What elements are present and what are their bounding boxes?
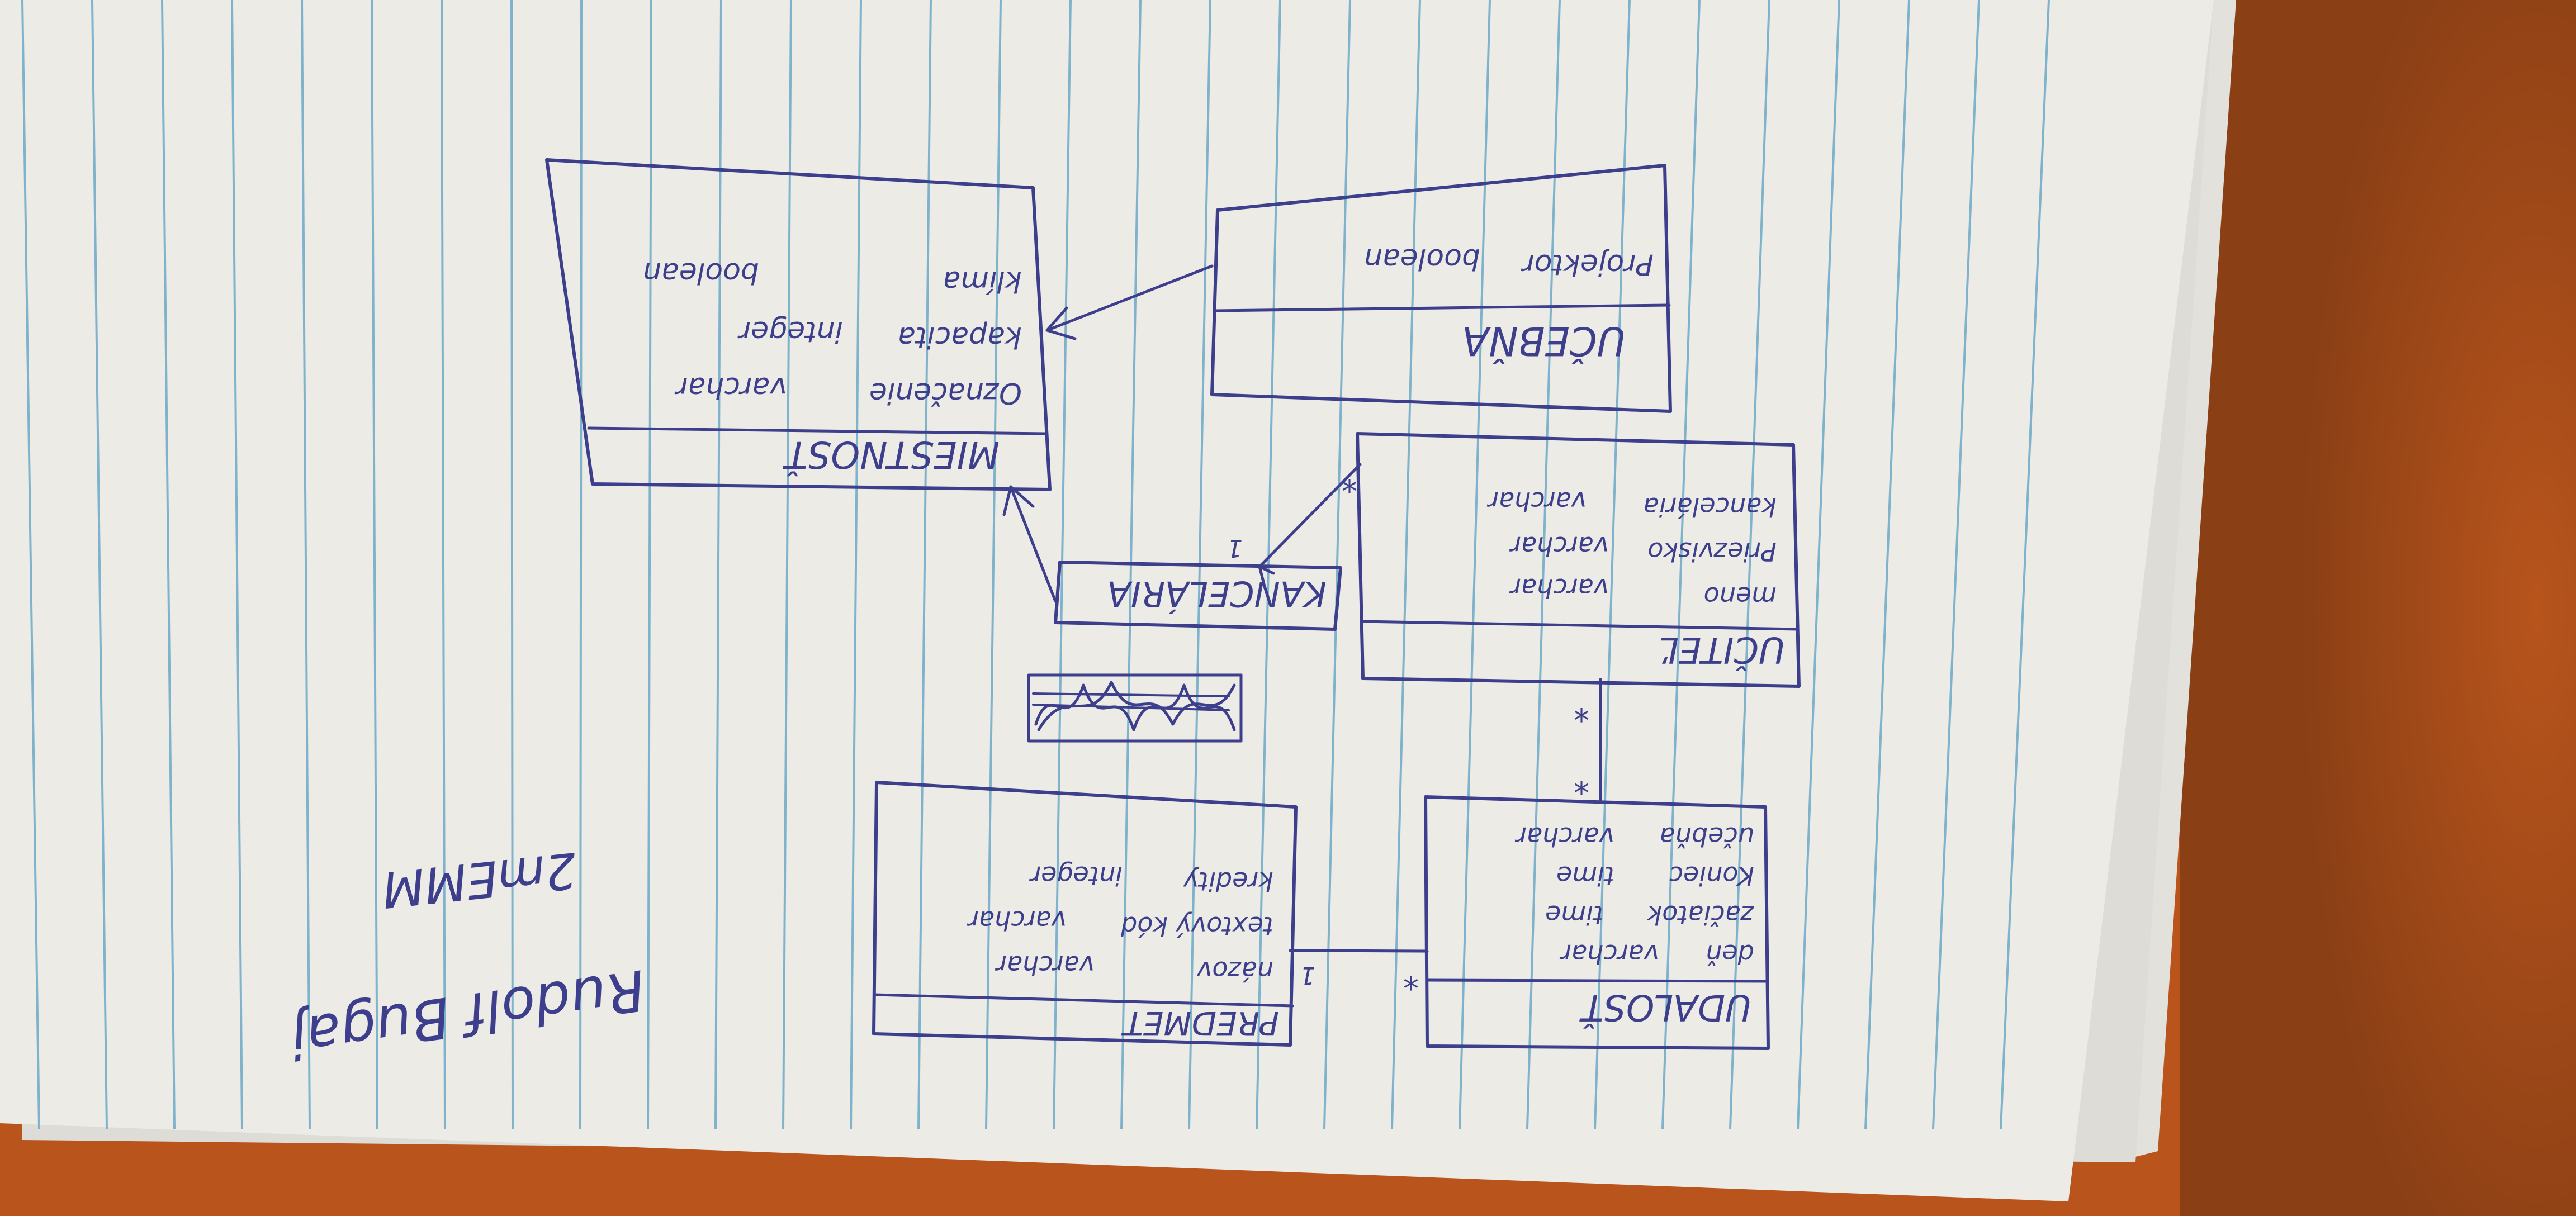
- ruled-line: [647, 0, 652, 1129]
- notebook-page: [0, 0, 2214, 1201]
- ucitel-attr-0-name: meno: [1704, 581, 1777, 611]
- class-diagram: UDALOSŤ deň varchar začiatok time Koniec…: [287, 158, 1801, 1071]
- mult-udalost-ucitel: *: [1574, 764, 1589, 800]
- udalost-attr-1-type: time: [1545, 900, 1603, 930]
- udalost-attr-3-type: varchar: [1514, 821, 1614, 852]
- scribbled-out-word: [1027, 673, 1243, 743]
- ruled-line: [510, 0, 514, 1129]
- miestnost-title: MIESTNOSŤ: [782, 433, 1000, 477]
- ucebna-attr-0-name: Projektor: [1521, 248, 1654, 281]
- class-ucitel: UČITEĽ meno varchar Priezvisko varchar k…: [1356, 432, 1801, 688]
- class-ucebna: UČEBŇA Projektor boolean: [1210, 164, 1672, 413]
- udalost-attr-2-name: Koniec: [1669, 861, 1754, 891]
- miestnost-attr-0-name: Označenie: [869, 376, 1022, 410]
- inheritance-kancelaria-miestnost: [1002, 485, 1057, 603]
- ucitel-title: UČITEĽ: [1659, 629, 1785, 671]
- udalost-attr-1-name: začiatok: [1646, 900, 1755, 930]
- ucitel-attr-0-type: varchar: [1509, 573, 1609, 603]
- kancelaria-title: KANCELÁRIA: [1107, 573, 1327, 615]
- miestnost-attr-2-type: boolean: [643, 256, 759, 289]
- association-udalost-ucitel: * *: [1574, 678, 1602, 801]
- ucitel-attr-2-type: varchar: [1486, 486, 1587, 516]
- udalost-title: UDALOSŤ: [1579, 986, 1751, 1029]
- ruled-line: [1594, 0, 1631, 1129]
- udalost-attr-0-name: deň: [1706, 939, 1754, 969]
- predmet-attr-2-type: integer: [1029, 861, 1123, 891]
- ucebna-attr-0-type: boolean: [1364, 242, 1480, 276]
- ruled-line: [1932, 0, 1980, 1129]
- inheritance-ucebna-miestnost: [1045, 264, 1214, 340]
- predmet-attr-2-name: kredity: [1183, 866, 1273, 896]
- miestnost-attr-1-name: kapacita: [898, 320, 1022, 354]
- predmet-attr-0-type: varchar: [995, 950, 1095, 980]
- mult-kancelaria-ucitel: 1: [1227, 534, 1243, 562]
- ucitel-attr-1-name: Priezvisko: [1647, 536, 1777, 567]
- ruled-line: [1053, 0, 1072, 1129]
- mult-udalost-predmet: *: [1403, 960, 1419, 996]
- ruled-line: [782, 0, 792, 1129]
- association-udalost-predmet: * 1: [1289, 949, 1429, 996]
- association-ucitel-kancelaria: * 1: [1227, 462, 1362, 583]
- class-udalost: UDALOSŤ deň varchar začiatok time Koniec…: [1424, 795, 1770, 1050]
- ucebna-title: UČEBŇA: [1462, 318, 1626, 364]
- ruled-line: [714, 0, 722, 1129]
- class-predmet: PREDMET názov varchar textový kód varcha…: [872, 781, 1298, 1047]
- class-kancelaria: KANCELÁRIA: [1054, 560, 1342, 631]
- udalost-attr-2-type: time: [1556, 861, 1614, 891]
- ruled-line: [1323, 0, 1351, 1129]
- ruled-line: [917, 0, 932, 1129]
- class-miestnost: MIESTNOSŤ Označenie varchar kapacita int…: [545, 158, 1052, 491]
- ruled-line: [1459, 0, 1491, 1129]
- ruled-line: [1797, 0, 1840, 1129]
- mult-ucitel-kancelaria: *: [1342, 462, 1357, 498]
- ruled-line: [231, 0, 243, 1129]
- miestnost-attr-2-name: klíma: [943, 264, 1022, 298]
- ruled-line: [161, 0, 176, 1129]
- ruled-line: [91, 0, 108, 1129]
- ruled-line: [985, 0, 1002, 1129]
- ucitel-attr-2-name: kancelária: [1644, 492, 1777, 522]
- miestnost-attr-0-type: varchar: [674, 370, 787, 404]
- ucitel-attr-1-type: varchar: [1509, 531, 1609, 561]
- predmet-title: PREDMET: [1121, 1004, 1279, 1042]
- ruled-line: [1661, 0, 1701, 1129]
- udalost-attr-3-name: učebňa: [1660, 821, 1754, 852]
- ruled-line: [371, 0, 378, 1129]
- ruled-line: [850, 0, 862, 1129]
- ruled-line: [1729, 0, 1770, 1129]
- mult-predmet-udalost: 1: [1300, 961, 1315, 990]
- ruled-line: [1526, 0, 1561, 1129]
- ruled-line: [21, 0, 40, 1129]
- udalost-attr-0-type: varchar: [1559, 939, 1659, 969]
- ruled-line: [1256, 0, 1281, 1129]
- ruled-line: [1391, 0, 1421, 1129]
- predmet-attr-1-type: varchar: [967, 905, 1067, 935]
- ruled-line: [301, 0, 311, 1129]
- ruled-line: [1864, 0, 1910, 1129]
- mult-ucitel-udalost: *: [1574, 691, 1589, 728]
- ruled-line: [441, 0, 446, 1129]
- ruled-line: [579, 0, 583, 1129]
- predmet-attr-0-name: názov: [1196, 956, 1273, 986]
- predmet-attr-1-name: textový kód: [1120, 911, 1273, 941]
- miestnost-attr-1-type: integer: [737, 315, 843, 348]
- ruled-line: [2000, 0, 2050, 1129]
